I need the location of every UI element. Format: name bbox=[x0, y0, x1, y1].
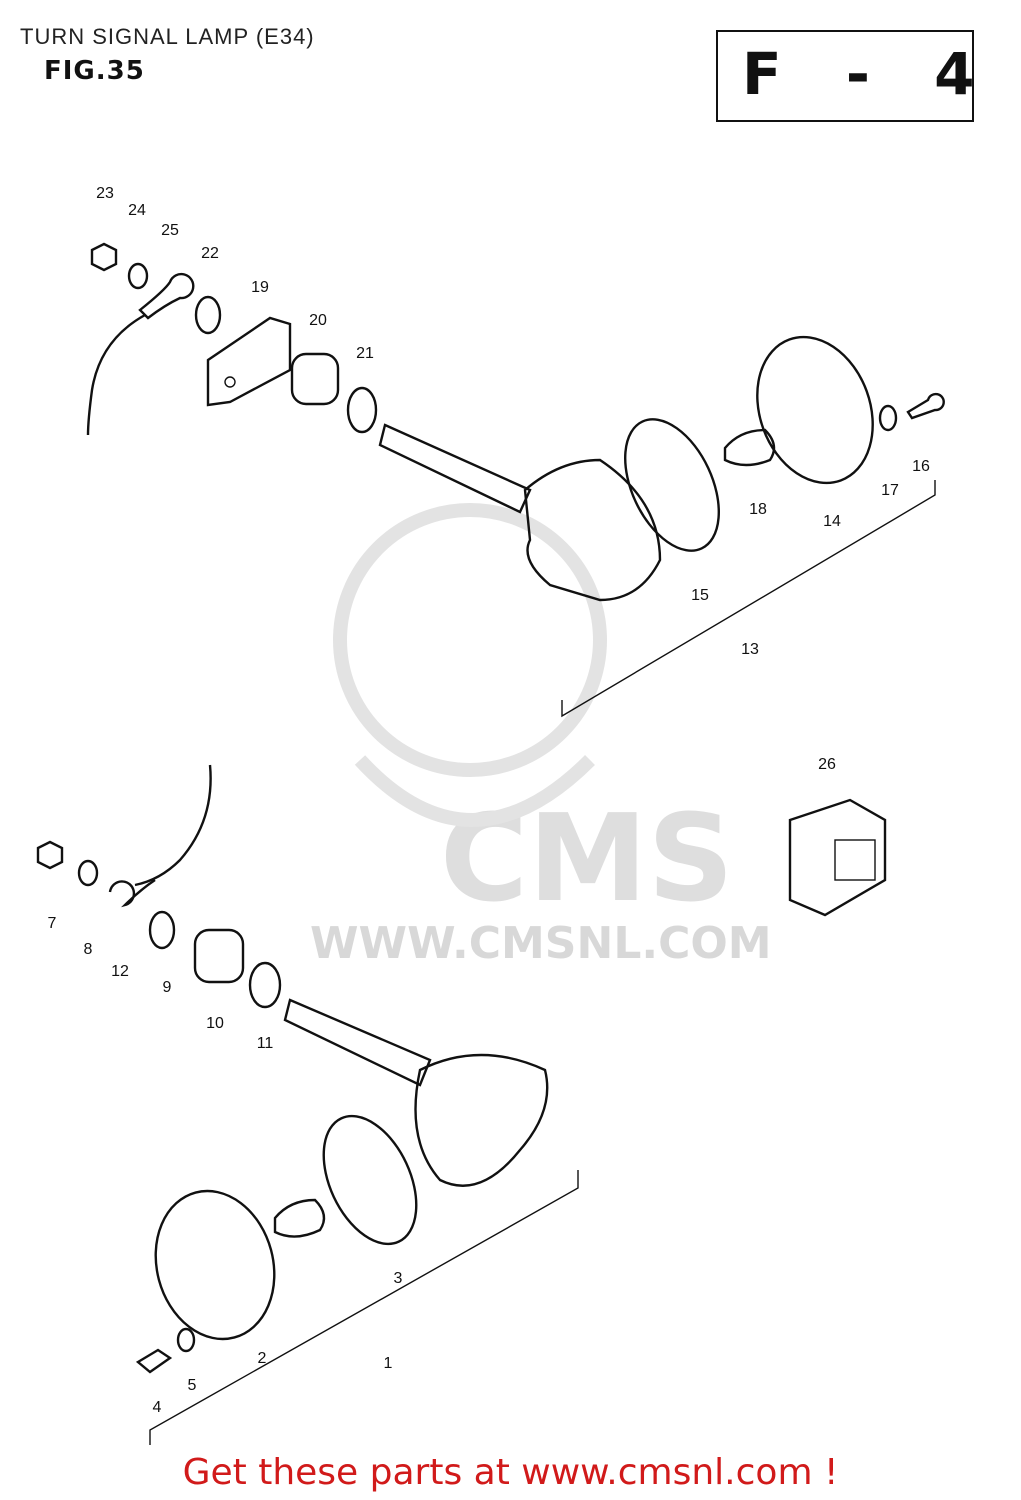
washer-17 bbox=[878, 404, 898, 432]
grommet-20 bbox=[290, 352, 340, 406]
callout-10: 10 bbox=[206, 1015, 224, 1032]
washer-9 bbox=[148, 910, 176, 950]
grommet-10 bbox=[193, 928, 245, 984]
nut-21 bbox=[346, 386, 378, 434]
bracket-19 bbox=[206, 316, 292, 407]
terminal-12 bbox=[108, 879, 156, 908]
callout-15: 15 bbox=[691, 587, 709, 604]
callout-17: 17 bbox=[881, 482, 899, 499]
callout-25: 25 bbox=[161, 222, 179, 239]
bracket-line-13 bbox=[561, 480, 936, 718]
callout-20: 20 bbox=[309, 312, 327, 329]
section-box bbox=[716, 30, 974, 122]
lower-stem bbox=[283, 998, 432, 1087]
watermark-mascot bbox=[333, 503, 607, 827]
lower-housing bbox=[414, 1053, 549, 1187]
washer-5 bbox=[176, 1327, 196, 1353]
callout-13: 13 bbox=[741, 641, 759, 658]
callout-24: 24 bbox=[128, 202, 146, 219]
section-code: F - 4 bbox=[742, 40, 997, 108]
screw-4 bbox=[135, 1348, 173, 1374]
callout-26: 26 bbox=[818, 756, 836, 773]
lower-lamp-assembly bbox=[36, 764, 579, 1445]
callout-11: 11 bbox=[257, 1035, 274, 1052]
washer-22 bbox=[194, 295, 222, 335]
callout-3: 3 bbox=[394, 1270, 403, 1287]
callout-labels: 23 24 25 22 19 20 21 18 14 17 16 15 13 2… bbox=[48, 185, 930, 1416]
nut-11 bbox=[248, 961, 282, 1009]
relay-26 bbox=[788, 798, 887, 917]
callout-4: 4 bbox=[153, 1399, 162, 1416]
callout-14: 14 bbox=[823, 513, 841, 530]
bracket-line-1 bbox=[149, 1170, 579, 1445]
lens-14 bbox=[756, 335, 874, 485]
nut-23 bbox=[90, 242, 118, 272]
callout-7: 7 bbox=[48, 915, 57, 932]
bulb bbox=[273, 1198, 326, 1238]
page-title: TURN SIGNAL LAMP (E34) bbox=[20, 24, 315, 49]
upper-wire bbox=[86, 313, 146, 436]
callout-9: 9 bbox=[163, 979, 172, 996]
gasket-3 bbox=[322, 1114, 418, 1246]
watermark-url: WWW.CMSNL.COM bbox=[310, 918, 772, 969]
gasket-15 bbox=[624, 418, 720, 552]
upper-stem bbox=[378, 423, 532, 514]
callout-8: 8 bbox=[84, 941, 93, 958]
figure-label: FIG.35 bbox=[44, 56, 145, 86]
washer-8 bbox=[77, 859, 99, 887]
callout-5: 5 bbox=[188, 1377, 197, 1394]
washer-24 bbox=[127, 262, 149, 290]
lens-2 bbox=[154, 1189, 276, 1341]
callout-19: 19 bbox=[251, 279, 269, 296]
screw-16 bbox=[906, 392, 945, 420]
upper-housing bbox=[523, 458, 662, 602]
footer-link[interactable]: Get these parts at www.cmsnl.com ! bbox=[182, 1452, 839, 1493]
bulb-18 bbox=[723, 428, 776, 467]
callout-1: 1 bbox=[384, 1355, 393, 1372]
terminal-25 bbox=[138, 272, 195, 320]
callout-22: 22 bbox=[201, 245, 219, 262]
nut-7 bbox=[36, 840, 64, 870]
callout-23: 23 bbox=[96, 185, 114, 202]
callout-21: 21 bbox=[356, 345, 374, 362]
upper-lamp-assembly bbox=[86, 242, 945, 718]
callout-12: 12 bbox=[111, 963, 129, 980]
lower-wire bbox=[134, 764, 212, 887]
callout-16: 16 bbox=[912, 458, 930, 475]
callout-2: 2 bbox=[258, 1350, 267, 1367]
callout-18: 18 bbox=[749, 501, 767, 518]
